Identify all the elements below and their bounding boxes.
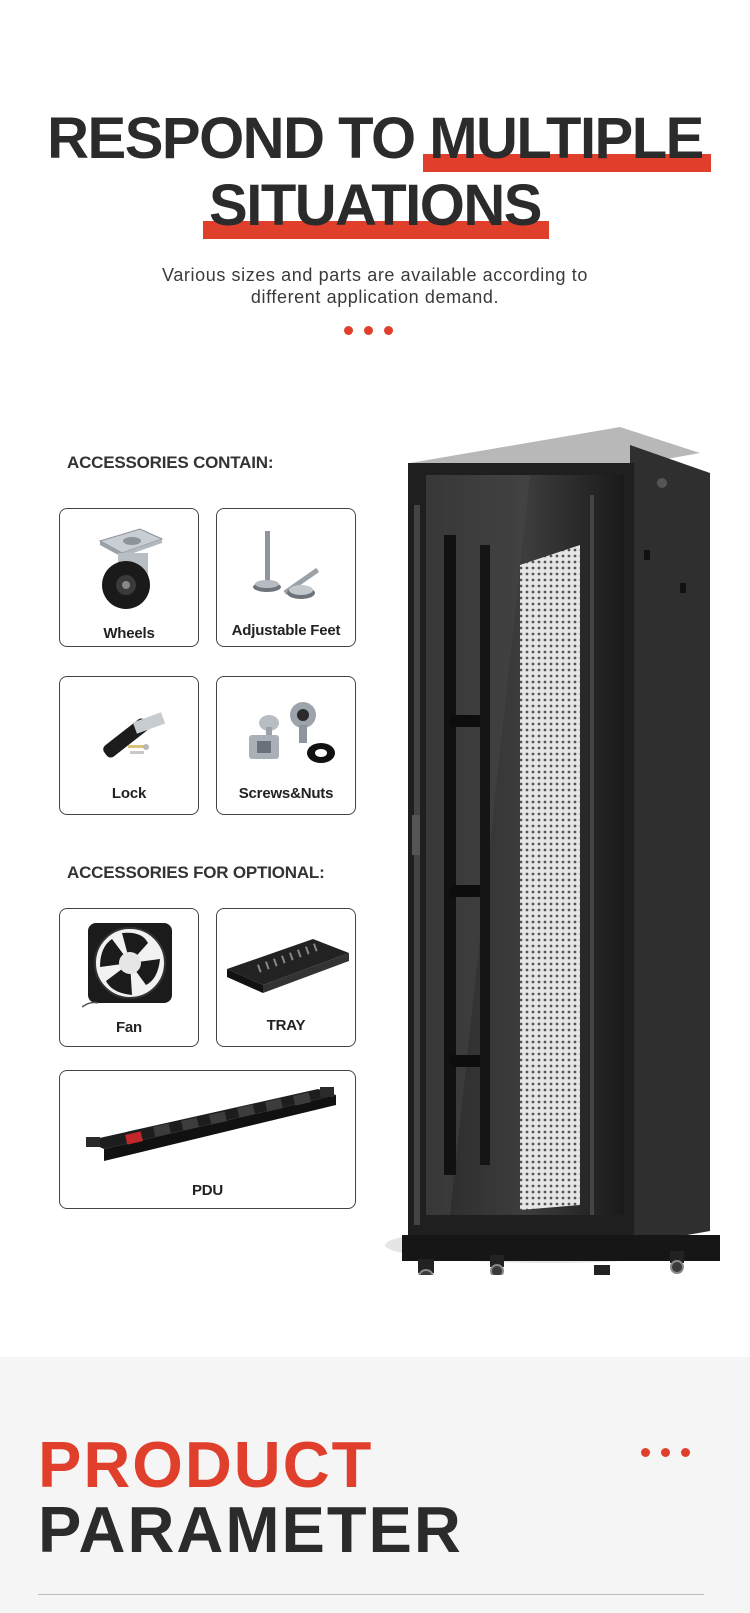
accessory-card-adjustable-feet: Adjustable Feet [216,508,356,647]
hero-title-line-2: SITUATIONS [0,173,750,239]
hero-subtitle-line-2: different application demand. [250,287,500,307]
hero-subtitle: Various sizes and parts are available ac… [0,264,750,308]
accessory-label-tray: TRAY [266,1017,306,1034]
accessory-card-lock: Lock [59,676,199,815]
product-parameter-section [0,1357,750,1613]
accessory-card-screws-nuts: Screws&Nuts [216,676,356,815]
dot [364,326,373,335]
dot [681,1448,690,1457]
caster-wheel-icon [98,528,164,609]
accessory-label-fan: Fan [115,1019,143,1036]
cooling-fan-icon [82,923,172,1008]
hero-title-line-1: RESPOND TO MULTIPLE [0,106,750,172]
accessory-label-adjustable-feet: Adjustable Feet [231,622,341,639]
accessory-card-tray: TRAY [216,908,356,1047]
adjustable-feet-icon [253,531,320,599]
section-divider [38,1594,704,1595]
accessory-card-pdu: PDU [59,1070,356,1209]
dot [344,326,353,335]
accessory-label-pdu: PDU [191,1182,224,1199]
product-parameter-title-1: PRODUCT [38,1428,374,1501]
dot [384,326,393,335]
server-rack-cabinet-image [385,427,720,1275]
power-strip-icon [86,1087,336,1161]
screws-nuts-icon [249,702,335,763]
accessories-contain-heading: ACCESSORIES CONTAIN: [67,453,274,472]
hero-subtitle-line-1: Various sizes and parts are available ac… [162,265,588,285]
decorative-dots-2 [641,1448,690,1457]
hero-title-highlight: MULTIPLE [423,106,711,172]
accessory-card-fan: Fan [59,908,199,1047]
hero-title-highlight-2: SITUATIONS [203,173,549,239]
accessory-card-wheels: Wheels [59,508,199,647]
accessory-label-screws-nuts: Screws&Nuts [238,785,334,802]
shelf-tray-icon [227,939,349,993]
product-parameter-title-2: PARAMETER [38,1493,463,1566]
dot [641,1448,650,1457]
dot [661,1448,670,1457]
hero-title-part-1: RESPOND TO [47,106,416,171]
accessories-optional-heading: ACCESSORIES FOR OPTIONAL: [67,863,325,882]
cabinet-lock-icon [103,712,166,758]
accessory-label-lock: Lock [111,785,147,802]
accessory-label-wheels: Wheels [103,625,155,642]
decorative-dots [344,326,393,335]
